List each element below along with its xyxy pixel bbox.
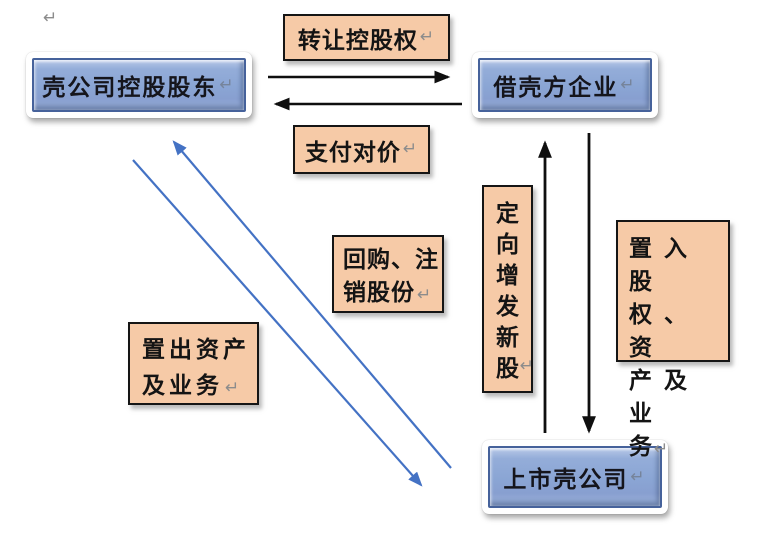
label-divest-line-1: 置出资产 [142, 337, 250, 362]
node-listed-shell-company-label: 上市壳公司 [503, 467, 629, 492]
label-divest-assets[interactable]: 置出资产 及业务↵ [128, 322, 259, 405]
paragraph-return-mark: ↵ [43, 8, 58, 28]
label-placement-char-6: 股 [496, 356, 519, 381]
label-inject-equity-assets[interactable]: 置入股 权、资 产及业 务↵ [616, 220, 730, 459]
node-shell-controlling-shareholder-face: 壳公司控股股东 ↵ [32, 58, 246, 112]
node-backdoor-acquirer[interactable]: 借壳方企业 ↵ [472, 52, 658, 118]
paragraph-return-mark: ↵ [225, 378, 244, 398]
label-placement-char-3: 增 [496, 263, 519, 288]
label-transfer-control-text: 转让控股权 [297, 27, 418, 53]
label-buyback-line-2: 销股份↵ [343, 280, 433, 305]
arrow-shareholder-to-listedshell-blue[interactable] [132, 159, 423, 487]
label-inject-line-4: 务↵ [629, 434, 669, 459]
label-buyback-line-1: 回购、注 [343, 247, 439, 272]
paragraph-return-mark: ↵ [419, 27, 436, 47]
label-placement-char-2: 向 [496, 232, 519, 257]
node-shell-controlling-shareholder-label: 壳公司控股股东 [42, 75, 218, 100]
paragraph-return-mark: ↵ [402, 139, 419, 159]
label-placement-char-5: 新 [496, 325, 519, 350]
node-listed-shell-company[interactable]: 上市壳公司 ↵ [482, 440, 668, 514]
arrow-listedshell-to-shareholder-blue[interactable] [172, 140, 452, 469]
paragraph-return-mark: ↵ [630, 466, 647, 487]
label-pay-consideration[interactable]: 支付对价 ↵ [293, 125, 430, 174]
node-backdoor-acquirer-face: 借壳方企业 ↵ [478, 58, 652, 112]
node-listed-shell-company-face: 上市壳公司 ↵ [488, 446, 662, 508]
label-inject-line-3: 产及业 [629, 368, 699, 426]
paragraph-return-mark: ↵ [417, 285, 433, 305]
paragraph-return-mark: ↵ [654, 439, 669, 459]
label-placement-char-1: 定 [496, 201, 519, 226]
paragraph-return-mark: ↵ [219, 74, 236, 95]
paragraph-return-mark: ↵ [620, 74, 637, 95]
node-shell-controlling-shareholder[interactable]: 壳公司控股股东 ↵ [26, 52, 252, 118]
label-placement-char-4: 发 [496, 294, 519, 319]
label-divest-line-2: 及业务↵ [142, 373, 244, 398]
node-backdoor-acquirer-label: 借壳方企业 [493, 75, 619, 100]
label-inject-line-2: 权、资 [629, 302, 699, 360]
label-inject-line-1: 置入股 [629, 236, 699, 294]
label-buyback-cancel-shares[interactable]: 回购、注 销股份↵ [332, 235, 444, 313]
label-pay-consideration-text: 支付对价 [304, 139, 401, 165]
paragraph-return-mark: ↵ [519, 356, 534, 376]
label-transfer-control[interactable]: 转让控股权 ↵ [283, 14, 450, 61]
label-private-placement-new-shares[interactable]: 定 向 增 发 新 股 ↵ [482, 185, 534, 393]
